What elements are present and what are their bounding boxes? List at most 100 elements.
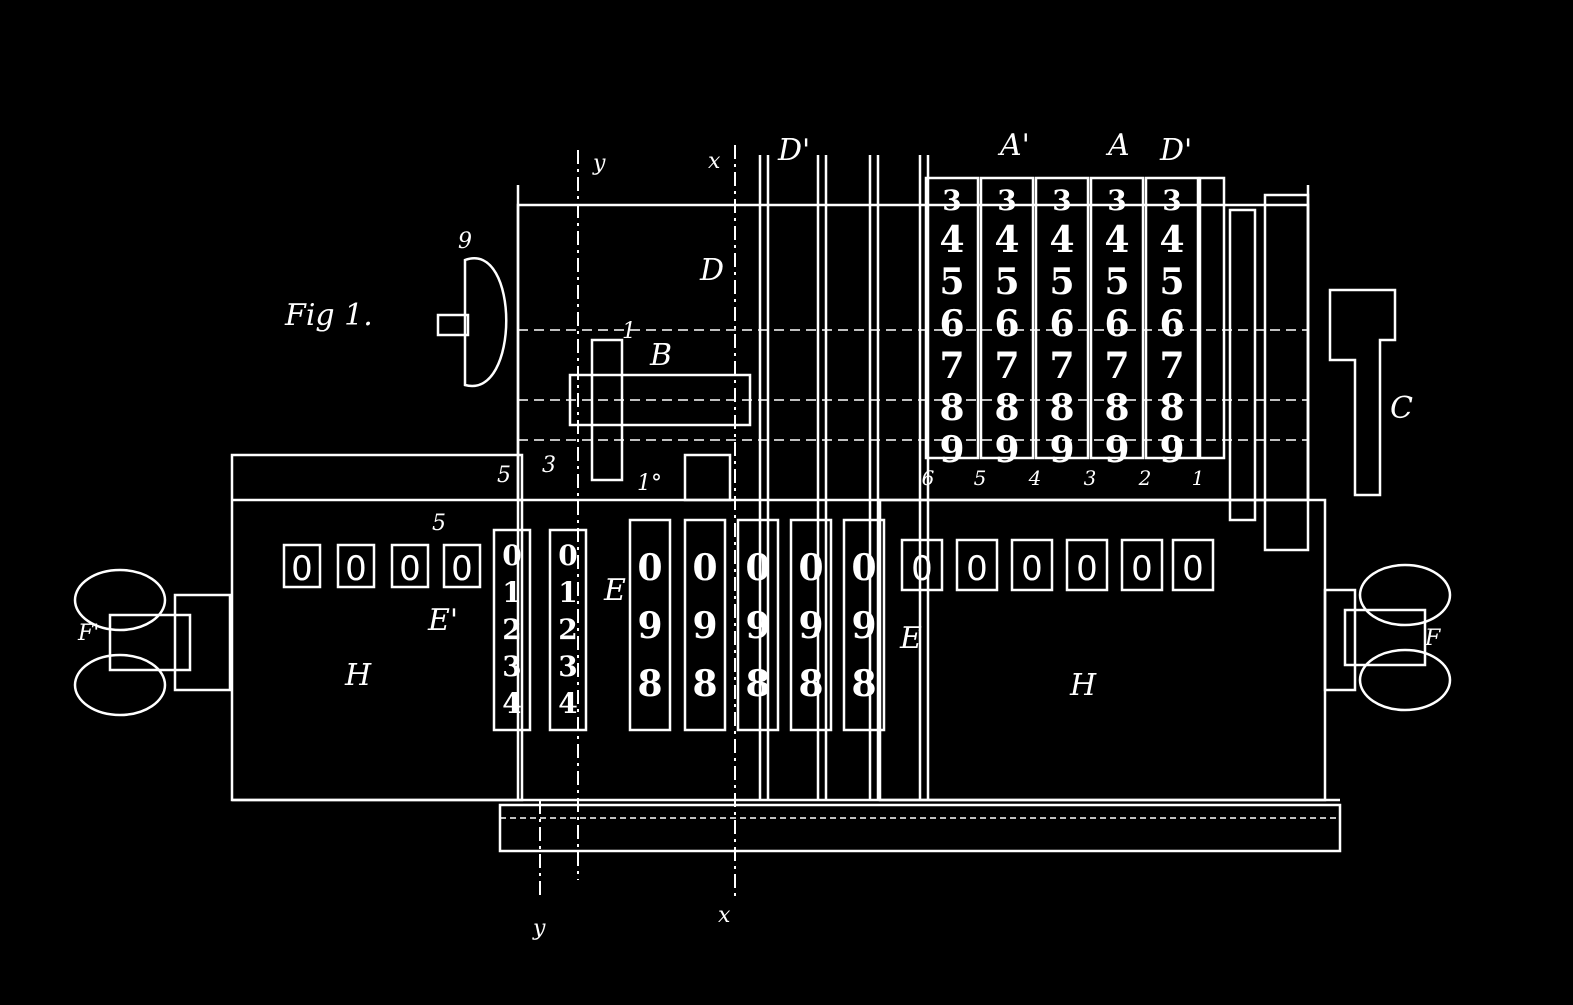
upper-wheel-digit: 8 <box>994 387 1019 429</box>
figure-title: Fig 1. <box>284 298 373 333</box>
label-A: A <box>1105 128 1130 163</box>
upper-wheel-digit: 4 <box>1159 219 1184 261</box>
left-housing <box>230 453 524 802</box>
left-window-digit: 0 <box>345 549 367 589</box>
setting-wheel-digit: 1 <box>558 576 577 609</box>
lower-wheel <box>628 518 672 732</box>
label-1o: 1° <box>637 471 662 496</box>
label-C: C <box>1390 391 1413 426</box>
upper-column-number: 3 <box>1084 466 1097 490</box>
right-housing <box>878 498 1327 802</box>
upper-wheel-digit: 8 <box>1159 387 1184 429</box>
right-window <box>955 538 999 592</box>
left-window-digit: 0 <box>399 549 421 589</box>
upper-wheel-digit: 4 <box>994 219 1019 261</box>
lower-wheel-digit: 8 <box>851 663 876 705</box>
setting-wheel <box>548 528 588 732</box>
lower-wheel-digit: 8 <box>798 663 823 705</box>
crank-knob <box>463 257 508 388</box>
right-window-digit: 0 <box>1131 549 1153 589</box>
upper-wheel-digit: 9 <box>1049 429 1074 471</box>
lower-wheel-digit: 8 <box>637 663 662 705</box>
label-9: 9 <box>458 229 472 254</box>
left-window <box>336 543 376 589</box>
lower-wheel-digit: 9 <box>798 605 823 647</box>
left-window-digit: 0 <box>291 549 313 589</box>
left-window <box>390 543 430 589</box>
upper-wheel-digit: 8 <box>1104 387 1129 429</box>
label-5a: 5 <box>497 463 511 488</box>
label-A1: A' <box>997 128 1030 163</box>
left-window-boxes <box>282 543 482 589</box>
setting-wheel-digit: 4 <box>558 687 577 720</box>
label-F-right: F <box>1424 626 1441 651</box>
upper-wheel-digit: 4 <box>1104 219 1129 261</box>
lower-wheel-columns <box>492 518 886 732</box>
upper-wheel <box>1089 176 1145 460</box>
label-E-right: E <box>899 621 922 656</box>
label-1: 1 <box>622 319 636 344</box>
label-D1-right: D' <box>1159 133 1192 168</box>
right-window <box>1120 538 1164 592</box>
upper-wheel-digit: 3 <box>1162 184 1181 217</box>
label-y-top: y <box>592 151 606 176</box>
label-E-left: E <box>603 573 626 608</box>
gear-B <box>590 338 624 482</box>
lower-wheel <box>842 518 886 732</box>
setting-wheel-digit: 0 <box>558 539 577 572</box>
upper-wheel-digit: 4 <box>939 219 964 261</box>
upper-wheel-digit: 8 <box>939 387 964 429</box>
right-window-digit: 0 <box>1021 549 1043 589</box>
upper-wheel-digit: 6 <box>1159 303 1184 345</box>
upper-column-number: 6 <box>922 466 935 490</box>
right-window <box>1171 538 1215 592</box>
label-F-left: F' <box>77 621 99 646</box>
upper-wheel-digit: 9 <box>1159 429 1184 471</box>
upper-frame <box>516 203 1310 502</box>
base-plate <box>498 803 1342 853</box>
lower-wheel <box>683 518 727 732</box>
upper-wheel-digit: 9 <box>994 429 1019 471</box>
left-window <box>442 543 482 589</box>
lower-wheel-digit: 0 <box>637 547 662 589</box>
upper-wheel-digit: 3 <box>942 184 961 217</box>
lower-wheel <box>789 518 833 732</box>
upper-wheel-digit: 7 <box>1049 345 1074 387</box>
setting-wheel-digit: 3 <box>558 650 577 683</box>
upper-wheel <box>979 176 1035 460</box>
upper-wheel-digit: 7 <box>1159 345 1184 387</box>
label-y-bottom: y <box>532 916 546 941</box>
upper-column-number: 1 <box>1192 466 1205 490</box>
label-x-bottom: x <box>718 903 731 928</box>
left-window-digit: 0 <box>451 549 473 589</box>
setting-wheel <box>492 528 532 732</box>
setting-wheel-digit: 2 <box>502 613 521 646</box>
setting-wheel-digit: 2 <box>558 613 577 646</box>
upper-wheel-columns <box>924 176 1226 460</box>
right-window <box>1010 538 1054 592</box>
upper-wheel-digit: 5 <box>1104 261 1129 303</box>
upper-wheel-digit: 6 <box>1104 303 1129 345</box>
setting-wheel-digit: 0 <box>502 539 521 572</box>
rack-rods <box>758 155 930 800</box>
upper-wheel-partial <box>1198 176 1226 460</box>
upper-column-number: 5 <box>974 466 987 490</box>
label-3: 3 <box>542 453 556 478</box>
upper-wheel-digit: 9 <box>939 429 964 471</box>
lower-wheel-digit: 9 <box>745 605 770 647</box>
upper-wheel-digit: 6 <box>1049 303 1074 345</box>
lower-wheel-digit: 9 <box>851 605 876 647</box>
right-window-boxes <box>900 538 1215 592</box>
lower-wheel <box>736 518 780 732</box>
upper-wheel-digit: 5 <box>939 261 964 303</box>
upper-column-number: 2 <box>1138 466 1152 490</box>
setting-wheel-digit: 4 <box>502 687 521 720</box>
setting-wheel-digit: 3 <box>502 650 521 683</box>
lower-wheel-digit: 0 <box>745 547 770 589</box>
upper-wheel-digit: 5 <box>1159 261 1184 303</box>
label-H-right: H <box>1069 668 1097 703</box>
lower-wheel-digit: 0 <box>692 547 717 589</box>
right-window-digit: 0 <box>1182 549 1204 589</box>
